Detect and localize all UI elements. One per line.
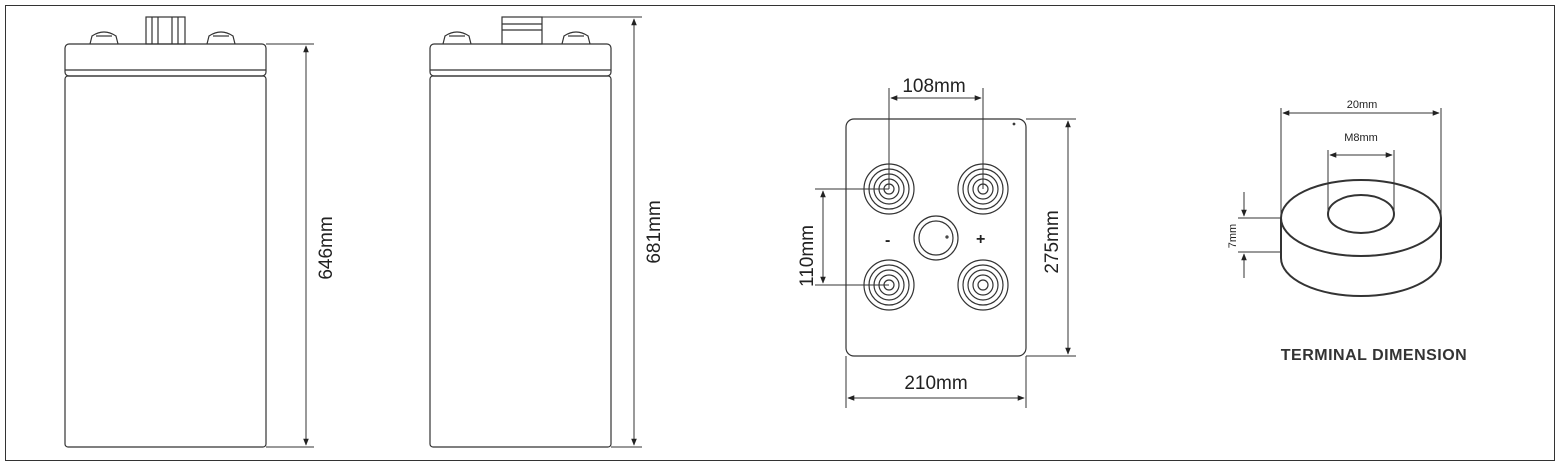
terminal-spacing-x-label: 108mm [902,76,965,97]
vent-cap-icon [913,215,959,261]
terminal-ring-drawing [1280,179,1442,297]
battery-side-view [429,16,612,448]
width-dimension [845,356,1027,408]
outer-diameter-label: 20mm [1347,99,1378,111]
front-height-label: 646mm [316,216,337,279]
positive-sign: + [976,231,985,248]
drawing-frame [5,5,1555,461]
depth-label: 275mm [1042,210,1063,273]
terminal-spacing-y-dimension [815,188,889,286]
terminal-height-label: 7mm [1227,224,1239,248]
outer-diameter-dimension [1280,108,1442,218]
terminal-spacing-x-dimension [888,88,984,189]
terminal-dimension-caption: TERMINAL DIMENSION [1281,347,1467,364]
terminal-spacing-y-label: 110mm [797,225,818,287]
terminal-positive-bottom-icon [957,259,1009,311]
side-height-dimension [542,16,642,448]
thread-dimension [1327,150,1395,214]
negative-sign: - [885,232,890,249]
width-label: 210mm [904,373,967,394]
depth-dimension [1026,118,1076,357]
battery-top-view [845,118,1027,357]
thread-label: M8mm [1344,132,1378,144]
battery-front-view [64,16,267,448]
side-height-label: 681mm [644,200,665,263]
terminal-height-dimension [1238,192,1281,278]
front-height-dimension [266,43,314,448]
